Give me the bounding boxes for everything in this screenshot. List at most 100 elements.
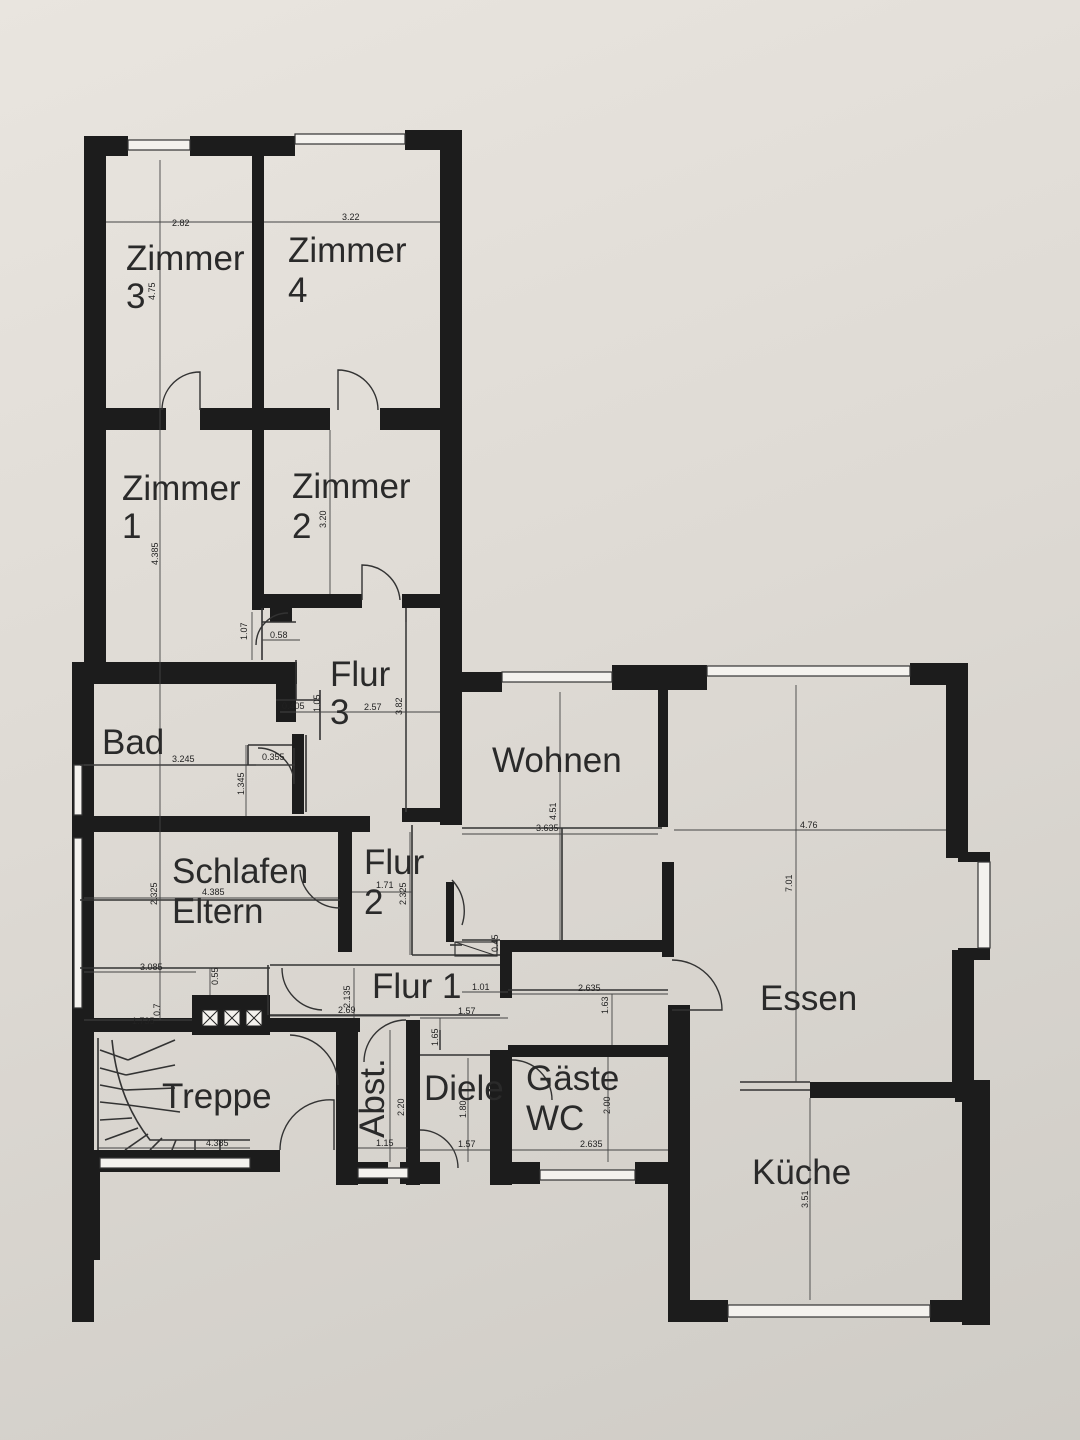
dim-3-245: 3.245: [172, 754, 195, 764]
dim-3-085: 3.085: [140, 962, 163, 972]
wall-bad-top: [72, 662, 297, 684]
label-zimmer-2: Zimmer 2: [292, 467, 420, 546]
wall-wc-top: [508, 1045, 668, 1057]
dim-2-20: 2.20: [396, 1098, 406, 1116]
dim-2-325-b: 2.325: [398, 882, 408, 905]
label-diele: Diele: [424, 1069, 504, 1108]
wall-treppe-corner: [250, 1150, 278, 1172]
dim-1-57-b: 1.57: [458, 1139, 476, 1149]
label-flur-1: Flur 1: [372, 967, 461, 1006]
dim-2-635-b: 2.635: [580, 1139, 603, 1149]
label-gaeste-wc: Gäste WC: [526, 1059, 629, 1138]
label-zimmer-2-l1: Zimmer: [292, 467, 411, 506]
dim-4-385-schlafen: 4.385: [202, 887, 225, 897]
dim-0-45: 0.45: [490, 934, 500, 952]
label-zimmer-4: Zimmer 4: [288, 231, 416, 310]
wall-bad-east: [292, 734, 304, 814]
label-flur-2-l1: Flur: [364, 843, 425, 882]
wall-bad-top-step: [276, 662, 296, 722]
wall-east-lower: [962, 1080, 990, 1325]
wall-wohnen-north-b: [612, 665, 707, 690]
label-zimmer-4-l2: 4: [288, 271, 307, 310]
wall-north-left: [84, 136, 128, 156]
wall-east-wing: [440, 130, 462, 825]
wall-z-h2: [200, 408, 330, 430]
wall-north-mid: [190, 136, 295, 156]
dim-4-76: 4.76: [800, 820, 818, 830]
wall-flur2-post: [446, 882, 454, 942]
wall-essen-west: [662, 862, 674, 957]
dim-2-135: 2.135: [342, 985, 352, 1008]
dim-0-7: 0.7: [152, 1003, 162, 1016]
dim-1-65: 1.65: [430, 1028, 440, 1046]
label-wohnen: Wohnen: [492, 741, 622, 780]
label-schlafen-l1: Schlafen: [172, 852, 308, 891]
doors: [161, 369, 723, 1169]
dim-3-82: 3.82: [394, 697, 404, 715]
wall-diele-east: [490, 1050, 512, 1185]
label-essen: Essen: [760, 979, 857, 1018]
dim-3-635: 3.635: [536, 823, 559, 833]
dim-1-735: 1.735: [132, 1016, 155, 1026]
dim-0-55: 0.55: [210, 967, 220, 985]
wall-wohnen-divider: [658, 687, 668, 827]
label-flur-2: Flur 2: [364, 843, 434, 922]
staircase: [97, 1038, 250, 1151]
label-zimmer-1-l2: 1: [122, 507, 141, 546]
dim-1-80: 1.80: [458, 1100, 468, 1118]
windows: [73, 133, 991, 1318]
label-kueche: Küche: [752, 1153, 851, 1192]
label-zimmer-4-l1: Zimmer: [288, 231, 407, 270]
dim-3-22: 3.22: [342, 212, 360, 222]
dim-1-57-a: 1.57: [458, 1006, 476, 1016]
label-schlafen-l2: Eltern: [172, 892, 263, 931]
label-treppe: Treppe: [162, 1077, 272, 1116]
dim-1-71: 1.71: [376, 880, 394, 890]
label-zimmer-1-l1: Zimmer: [122, 469, 241, 508]
walls: [72, 130, 990, 1325]
dim-3-51: 3.51: [800, 1190, 810, 1208]
label-zimmer-2-l2: 2: [292, 507, 311, 546]
dim-1-01: 1.01: [472, 982, 490, 992]
wall-flur1-top: [500, 940, 670, 952]
label-zimmer-3: Zimmer 3: [126, 239, 254, 316]
label-bad: Bad: [102, 723, 164, 762]
dim-2-69: 2.69: [338, 1005, 356, 1015]
dim-0-355: 0.355: [262, 752, 285, 762]
label-abst: Abst.: [353, 1058, 392, 1138]
wall-kueche-south-b: [930, 1300, 988, 1322]
label-flur-3-l2: 3: [330, 693, 349, 732]
wall-west-stub: [78, 1150, 100, 1260]
dimension-lines: [84, 160, 946, 1300]
label-schlafen-eltern: Schlafen Eltern: [172, 852, 318, 931]
dim-4-51: 4.51: [548, 802, 558, 820]
dim-2-82: 2.82: [172, 218, 190, 228]
wall-z2-bottom-b: [402, 594, 442, 608]
wall-east-mid: [952, 950, 974, 1085]
wall-abst-west: [336, 1020, 358, 1185]
dim-2-57: 2.57: [364, 702, 382, 712]
dim-4-75: 4.75: [147, 282, 157, 300]
label-zimmer-3-l1: Zimmer: [126, 239, 245, 278]
label-flur-2-l2: 2: [364, 883, 383, 922]
dim-2-325-a: 2.325: [149, 882, 159, 905]
dimension-labels: 2.82 3.22 4.75 4.385 3.20 1.07 0.58 0.40…: [132, 212, 818, 1208]
dim-3-20: 3.20: [318, 510, 328, 528]
wall-kueche-west: [668, 1005, 690, 1320]
wall-essen-kueche: [810, 1082, 965, 1098]
label-zimmer-1: Zimmer 1: [122, 469, 250, 546]
wall-west-upper: [84, 136, 106, 671]
wall-flur1-east: [500, 950, 512, 998]
dim-1-15: 1.15: [376, 1138, 394, 1148]
wall-mid-vertical: [252, 145, 264, 610]
wall-kueche-notch: [668, 1082, 690, 1094]
dim-1-63: 1.63: [600, 996, 610, 1014]
wall-bay-top: [958, 852, 990, 862]
label-flur-3-l1: Flur: [330, 655, 391, 694]
dim-7-01: 7.01: [784, 874, 794, 892]
room-labels: Zimmer 3 Zimmer 4 Zimmer 1 Zimmer 2 Flur…: [102, 231, 857, 1192]
wall-schlafen-east: [338, 816, 352, 952]
label-gaeste-l1: Gäste: [526, 1059, 619, 1098]
wall-z-h1: [106, 408, 166, 430]
